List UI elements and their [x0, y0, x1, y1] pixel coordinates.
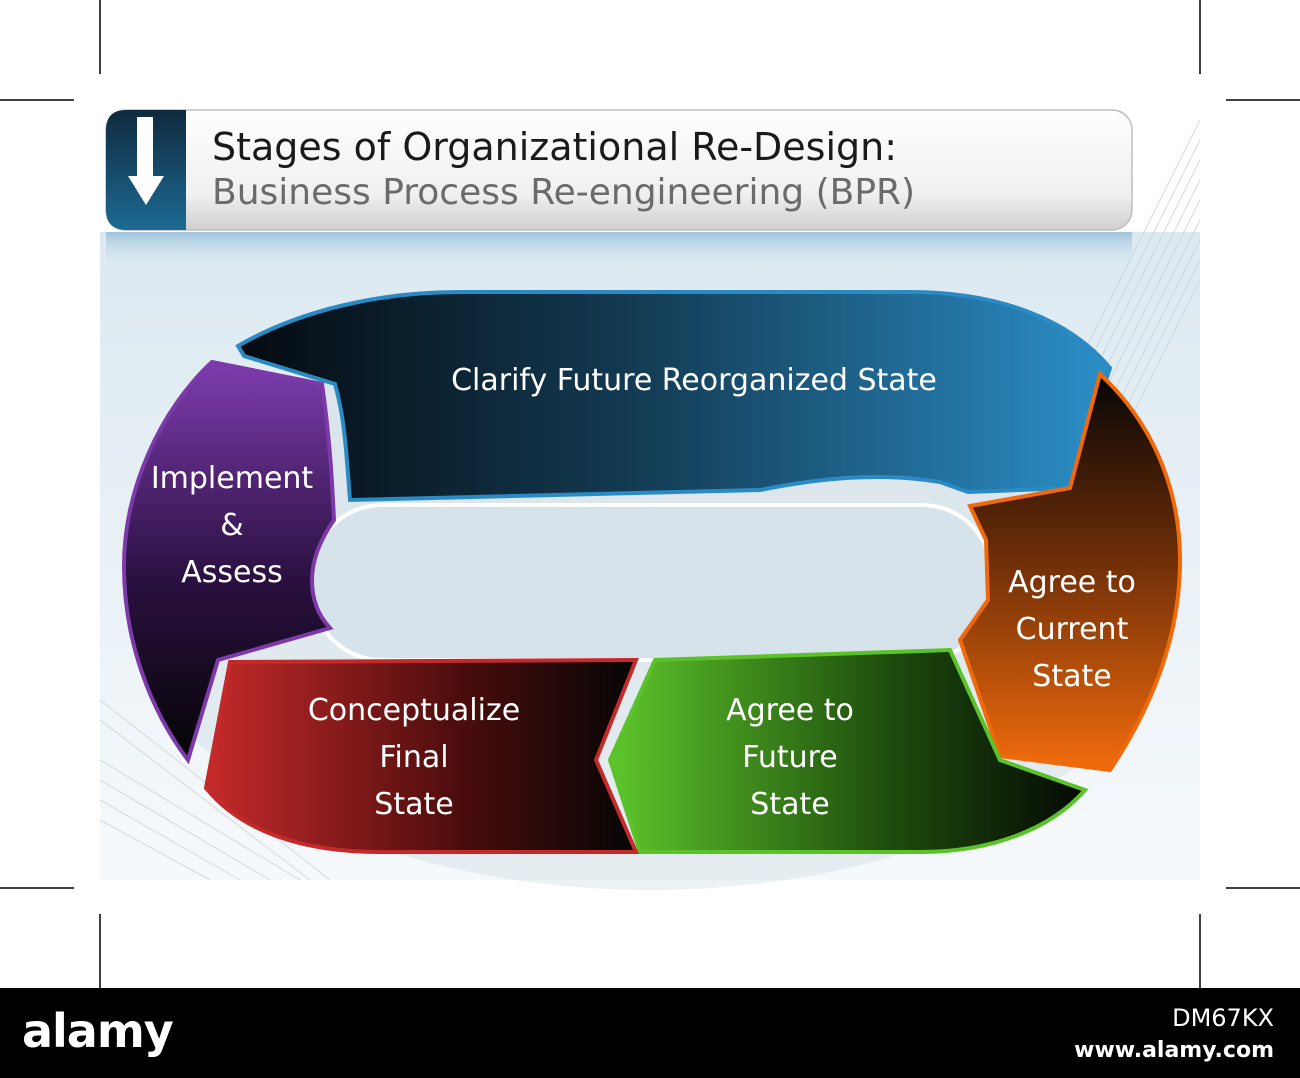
cycle-center [310, 503, 994, 662]
stage-label: Conceptualize [308, 693, 520, 728]
stage-label: State [374, 787, 453, 822]
stage-label: Agree to [726, 693, 854, 728]
stage-label: & [220, 508, 243, 543]
stage-conceptualize-final: Conceptualize Final State [203, 657, 640, 854]
stage-label: Assess [181, 555, 283, 590]
crop-marks [0, 0, 1300, 988]
footer-bar [0, 988, 1300, 1078]
stage-implement-assess: Implement & Assess [121, 359, 337, 765]
down-arrow-icon [128, 117, 164, 205]
title-reflection [106, 232, 1132, 272]
stage-agree-future: Agree to Future State [607, 647, 1089, 854]
diagram-title: Stages of Organizational Re-Design: [212, 125, 897, 169]
stage-agree-current: Agree to Current State [957, 370, 1183, 773]
stage-label: Current [1016, 612, 1129, 647]
brand-logo: alamy [22, 1004, 174, 1058]
stage-clarify-future: Clarify Future Reorganized State [235, 290, 1113, 503]
diagram-subtitle: Business Process Re-engineering (BPR) [212, 172, 915, 213]
stage-label: Implement [151, 461, 314, 496]
stage-label: Final [379, 740, 448, 775]
stage-label: State [750, 787, 829, 822]
stage-label: State [1032, 659, 1111, 694]
stage-label: Clarify Future Reorganized State [451, 363, 937, 398]
title-bar: Stages of Organizational Re-Design: Busi… [105, 109, 1133, 231]
stage-label: Future [742, 740, 838, 775]
site-url: www.alamy.com [1074, 1038, 1274, 1063]
stage-label: Agree to [1008, 565, 1136, 600]
image-id: DM67KX [1172, 1004, 1274, 1032]
